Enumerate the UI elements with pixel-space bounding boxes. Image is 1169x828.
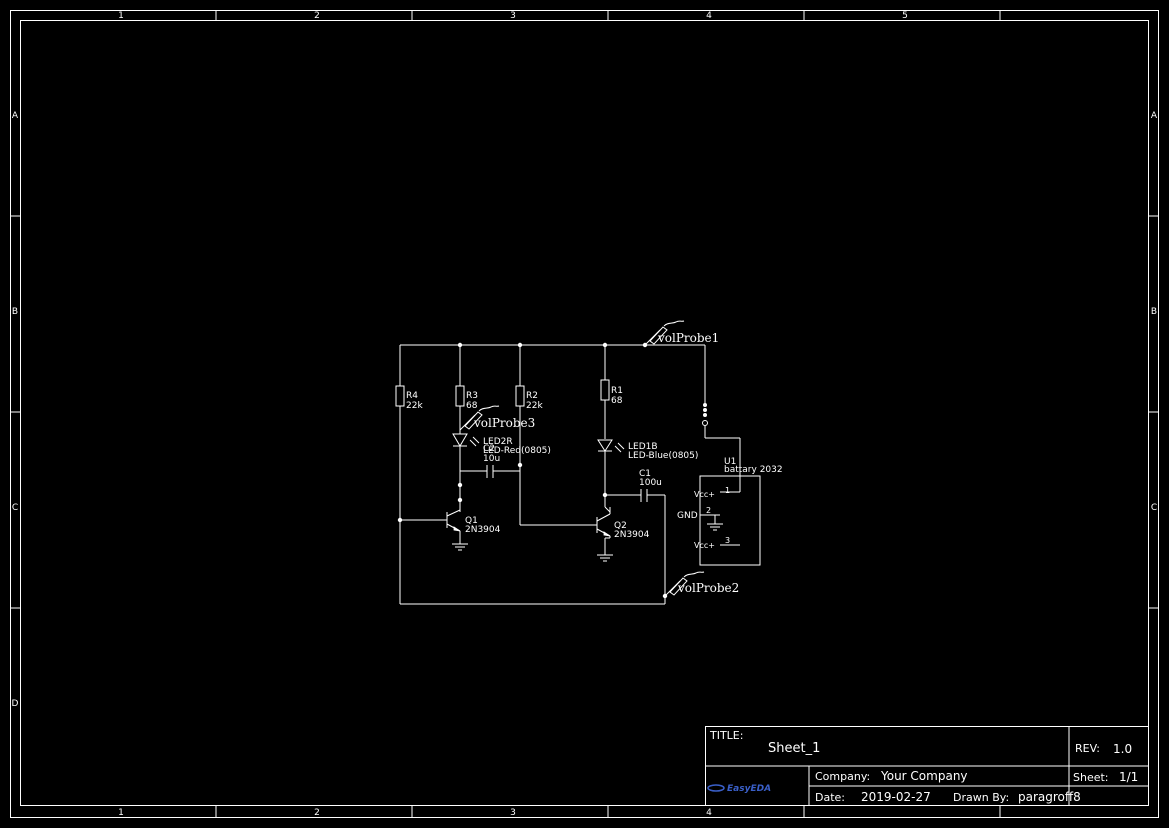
title-block: TITLE: Sheet_1 REV: 1.0 Company: Your Co… [705, 726, 1149, 806]
rev-value: 1.0 [1113, 742, 1132, 756]
voltage-probe-1[interactable]: volProbe1 [644, 320, 719, 346]
resistor-r1[interactable]: R1 68 [600, 379, 623, 406]
date-value: 2019-02-27 [861, 790, 931, 804]
u1-pin1-num: 1 [725, 486, 730, 495]
junctions [397, 342, 708, 599]
c1-value: 100u [639, 478, 662, 488]
q2-designator: Q2 [614, 521, 627, 531]
led-led1b[interactable]: LED1B LED-Blue(0805) [597, 439, 698, 461]
r3-designator: R3 [466, 391, 478, 401]
row-label-a-right: A [1151, 111, 1158, 121]
col-label-1-bottom: 1 [118, 808, 124, 818]
u1-pin2-name: GND [677, 511, 698, 521]
u1-pin3-num: 3 [725, 536, 730, 545]
r4-value: 22k [406, 401, 423, 411]
title-value: Sheet_1 [768, 741, 820, 756]
drawn-by-label: Drawn By: [953, 791, 1009, 804]
col-label-2: 2 [314, 11, 320, 21]
voltage-probe-3[interactable]: volProbe3 [459, 405, 535, 431]
col-label-2-bottom: 2 [314, 808, 320, 818]
r1-value: 68 [611, 396, 623, 406]
probe3-label: volProbe3 [473, 416, 535, 430]
row-label-a: A [12, 111, 19, 121]
easyeda-logo: EasyEDA [707, 784, 771, 794]
row-label-c-right: C [1151, 503, 1157, 513]
col-label-4-bottom: 4 [706, 808, 712, 818]
led1b-designator: LED1B [628, 442, 658, 452]
q1-value: 2N3904 [465, 525, 501, 535]
transistor-q1[interactable]: Q1 2N3904 [446, 500, 501, 551]
title-label: TITLE: [709, 729, 743, 742]
r2-value: 22k [526, 401, 543, 411]
c2-designator: C2 [483, 444, 495, 454]
led2r-value: LED-Red(0805) [483, 446, 551, 456]
u1-pin3-name: Vcc+ [694, 541, 715, 550]
probe1-label: volProbe1 [657, 331, 719, 345]
row-label-d: D [12, 699, 19, 709]
led1b-value: LED-Blue(0805) [628, 451, 698, 461]
u1-pin1-name: Vcc+ [694, 490, 715, 499]
col-label-5: 5 [902, 11, 908, 21]
col-label-3-bottom: 3 [510, 808, 516, 818]
transistor-q2[interactable]: Q2 2N3904 [596, 507, 650, 562]
r1-designator: R1 [611, 386, 623, 396]
date-label: Date: [815, 791, 845, 804]
col-label-3: 3 [510, 11, 516, 21]
u1-designator: U1 [724, 457, 736, 467]
r2-designator: R2 [526, 391, 538, 401]
capacitor-c1[interactable]: C1 100u [639, 469, 662, 502]
row-label-b-right: B [1151, 307, 1157, 317]
rev-label: REV: [1075, 742, 1100, 755]
wires [399, 344, 741, 605]
q1-designator: Q1 [465, 516, 478, 526]
logo-text: EasyEDA [727, 784, 771, 794]
row-label-b: B [12, 307, 18, 317]
battery-u1[interactable]: U1 battary 2032 Vcc+ 1 GND 2 Vcc+ 3 [677, 457, 783, 566]
c1-designator: C1 [639, 469, 651, 479]
c2-value: 10u [483, 454, 500, 464]
led-led2r[interactable]: LED2R LED-Red(0805) [452, 433, 551, 456]
probe2-label: volProbe2 [677, 581, 739, 595]
sheet-label: Sheet: [1073, 771, 1109, 784]
voltage-probe-2[interactable]: volProbe2 [664, 571, 739, 597]
capacitor-c2[interactable]: C2 10u [483, 444, 500, 478]
r4-designator: R4 [406, 391, 418, 401]
company-label: Company: [815, 770, 870, 783]
led2r-designator: LED2R [483, 437, 513, 447]
q2-value: 2N3904 [614, 530, 650, 540]
resistor-r3[interactable]: R3 68 [455, 385, 478, 411]
col-label-1: 1 [118, 11, 124, 21]
resistor-r4[interactable]: R4 22k [395, 385, 423, 411]
u1-value: battary 2032 [724, 465, 783, 475]
drawn-by-value: paragroff8 [1018, 790, 1081, 804]
row-label-c: C [12, 503, 18, 513]
company-value: Your Company [880, 769, 968, 783]
sheet-frame: 1 2 3 4 5 1 2 3 4 A B C D A B C [10, 10, 1159, 818]
col-label-4: 4 [706, 11, 712, 21]
sheet-value: 1/1 [1119, 770, 1138, 784]
resistor-r2[interactable]: R2 22k [515, 385, 543, 411]
u1-pin2-num: 2 [706, 506, 711, 515]
r3-value: 68 [466, 401, 478, 411]
